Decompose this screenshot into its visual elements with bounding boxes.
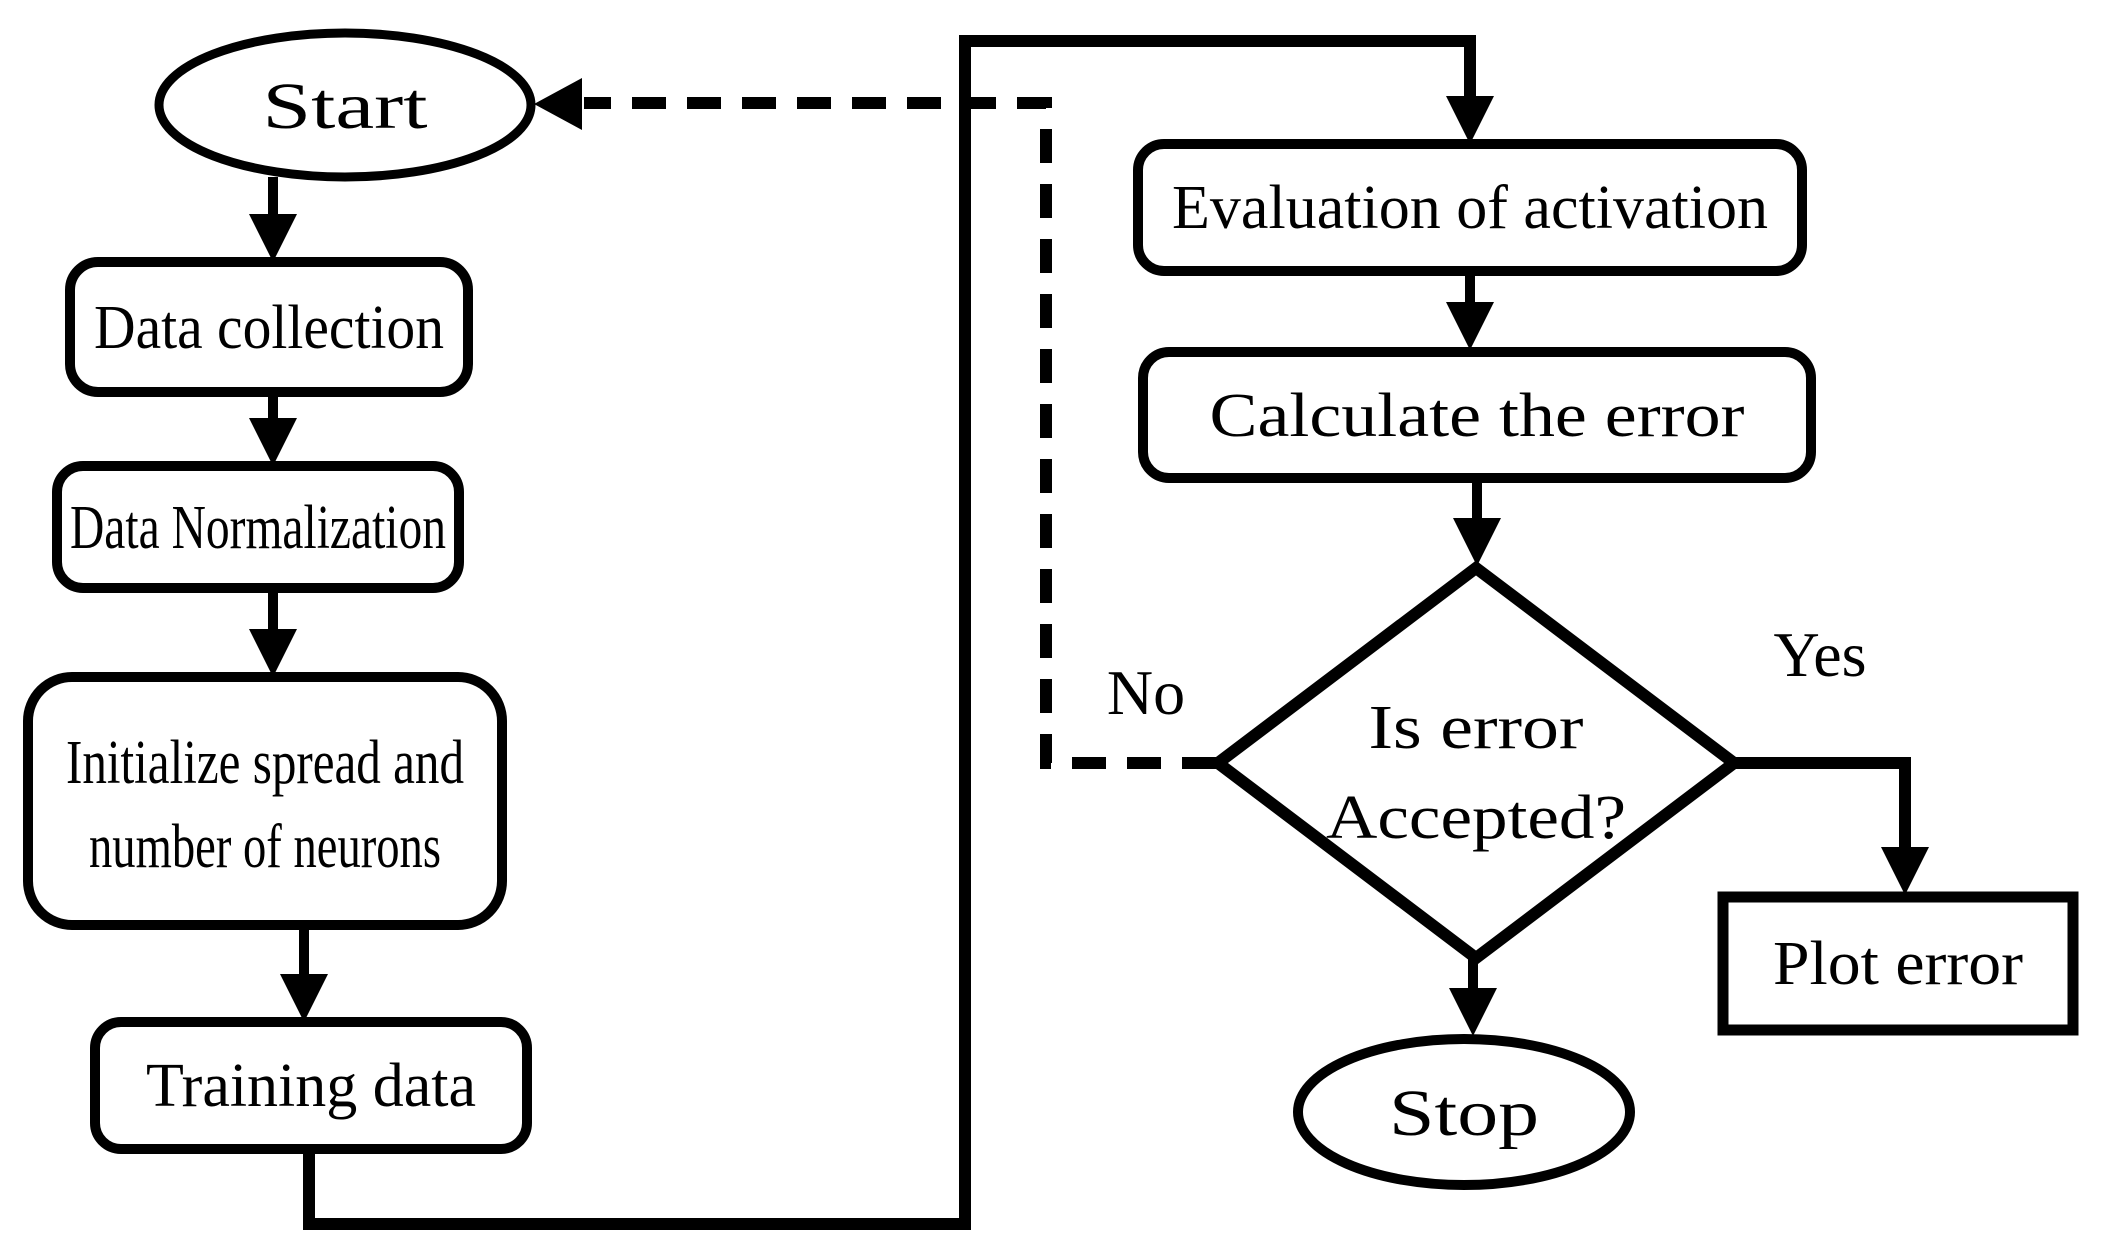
process-box	[90, 1017, 532, 1154]
node-plot-error: Plot error	[1717, 891, 2079, 1036]
arrowhead	[1446, 302, 1494, 350]
arrowhead	[1453, 518, 1501, 566]
edge-normalization-to-initialize	[249, 588, 297, 677]
node-initialize-label-line1: Initialize spread and	[66, 729, 464, 797]
node-start-label: Start	[263, 70, 428, 143]
terminator-ellipse	[154, 28, 536, 182]
arrowhead	[534, 78, 582, 130]
edge-initialize-to-training	[280, 925, 328, 1022]
node-decision-is-error-accepted: Is error Accepted?	[1208, 560, 1744, 966]
process-box	[23, 672, 507, 930]
node-data-normalization: Data Normalization	[52, 461, 464, 593]
node-evaluation-of-activation: Evaluation of activation	[1133, 139, 1807, 276]
edge-calculate-to-decision	[1453, 478, 1501, 566]
edge-evaluation-to-calculate	[1446, 271, 1494, 350]
node-decision-label-line2: Accepted?	[1326, 784, 1626, 852]
node-initialize-spread: Initialize spread and number of neurons	[23, 672, 507, 930]
arrowhead	[1449, 988, 1497, 1036]
node-stop-label: Stop	[1389, 1077, 1539, 1150]
process-box	[1138, 347, 1816, 483]
edge-label-no: No	[1107, 657, 1185, 728]
node-training-data: Training data	[90, 1017, 532, 1154]
terminator-ellipse	[1293, 1034, 1635, 1190]
edge-decision-to-stop	[1449, 958, 1497, 1036]
decision-diamond	[1208, 560, 1744, 966]
node-data-normalization-label: Data Normalization	[70, 494, 446, 562]
edge-stem	[584, 97, 1216, 769]
process-box-square	[1717, 891, 2079, 1036]
node-decision-label-line1: Is error	[1369, 694, 1584, 762]
process-box	[1133, 139, 1807, 276]
edge-stem	[1734, 757, 1911, 851]
edge-decision-no-to-start-dashed	[534, 78, 1216, 769]
node-data-collection: Data collection	[65, 257, 473, 397]
edge-stem	[303, 35, 1476, 1230]
arrowhead	[249, 214, 297, 262]
process-box	[52, 461, 464, 593]
arrowhead	[249, 418, 297, 466]
arrowhead	[249, 629, 297, 677]
edge-training-to-evaluation-loop	[303, 35, 1494, 1230]
node-stop: Stop	[1293, 1034, 1635, 1190]
edge-data-collection-to-normalization	[249, 392, 297, 466]
node-plot-error-label: Plot error	[1773, 930, 2023, 998]
arrowhead	[1446, 96, 1494, 144]
edge-start-to-data-collection	[249, 177, 297, 262]
arrowhead	[280, 974, 328, 1022]
node-initialize-label-line2: number of neurons	[89, 813, 441, 881]
process-box	[65, 257, 473, 397]
node-start: Start	[154, 28, 536, 182]
edge-decision-yes-to-plot-error	[1734, 757, 1929, 895]
edge-label-yes: Yes	[1773, 619, 1866, 690]
node-calculate-error: Calculate the error	[1138, 347, 1816, 483]
node-calculate-error-label: Calculate the error	[1210, 382, 1745, 450]
arrowhead	[1881, 847, 1929, 895]
node-data-collection-label: Data collection	[94, 294, 444, 362]
node-evaluation-label: Evaluation of activation	[1172, 174, 1768, 242]
node-training-data-label: Training data	[146, 1052, 476, 1120]
